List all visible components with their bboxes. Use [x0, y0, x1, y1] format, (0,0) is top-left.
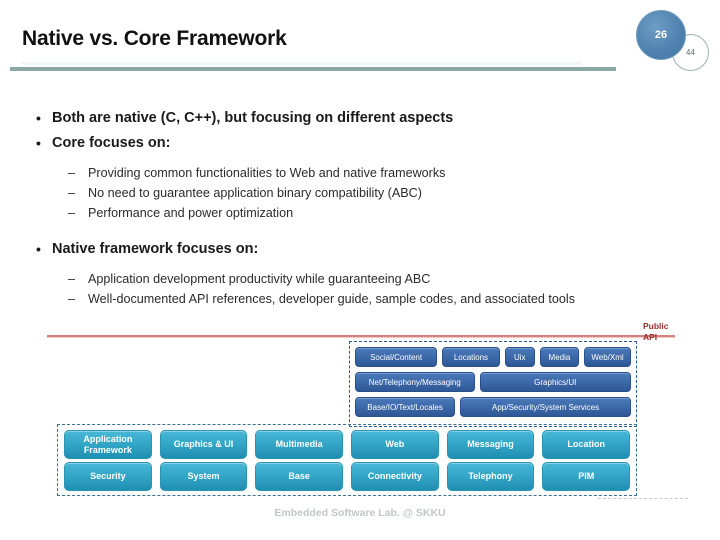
sub-bullet-item: –Performance and power optimization — [68, 203, 720, 223]
bullet-text: Well-documented API references, develope… — [88, 292, 576, 306]
native-module-box: Web — [351, 430, 439, 459]
public-api-label: Public API — [643, 321, 669, 343]
core-module-box: Locations — [442, 347, 500, 367]
public-api-divider-line — [47, 335, 675, 337]
page-title: Native vs. Core Framework — [22, 27, 287, 50]
native-module-box: System — [159, 462, 248, 491]
core-module-box: Net/Telephony/Messaging — [355, 372, 475, 392]
native-module-box: Telephony — [446, 462, 535, 491]
page-number-badge: 26 — [636, 10, 686, 60]
sub-bullet-item: –Application development productivity wh… — [68, 269, 720, 289]
core-module-box: App/Security/System Services — [460, 397, 631, 417]
diagram-tail-dashed-line — [598, 498, 688, 499]
title-divider — [10, 67, 616, 71]
bullet-text: Core focuses on: — [52, 135, 171, 151]
bullet-text: Application development productivity whi… — [88, 272, 431, 286]
bullet-marker-icon: – — [68, 292, 76, 306]
native-module-box: Multimedia — [255, 430, 344, 459]
native-module-box: Location — [542, 430, 631, 459]
bullet-marker-icon: • — [36, 241, 41, 257]
native-module-box: Base — [255, 462, 344, 491]
bullet-marker-icon: – — [68, 186, 76, 200]
bullet-text: Providing common functionalities to Web … — [88, 166, 446, 180]
bullet-item: • Native framework focuses on: — [34, 237, 720, 262]
bullet-marker-icon: • — [36, 110, 41, 126]
bullet-marker-icon: – — [68, 272, 76, 286]
bullet-text: Both are native (C, C++), but focusing o… — [52, 110, 454, 126]
bullet-marker-icon: • — [36, 135, 41, 151]
core-module-box: Web/Xml — [584, 347, 631, 367]
bullet-item: • Core focuses on: — [34, 131, 720, 156]
page-badge: 44 26 — [634, 10, 714, 72]
public-api-label-line1: Public — [643, 321, 669, 331]
slide-body: • Both are native (C, C++), but focusing … — [0, 106, 720, 309]
bullet-spacer — [0, 262, 720, 269]
core-module-box: Base/IO/Text/Locales — [355, 397, 456, 417]
core-module-box: Uix — [504, 347, 535, 367]
bullet-marker-icon: – — [68, 206, 76, 220]
sub-bullet-item: –Well-documented API references, develop… — [68, 289, 720, 309]
bullet-spacer — [0, 156, 720, 163]
native-module-box: Messaging — [446, 430, 535, 459]
sub-bullet-item: –No need to guarantee application binary… — [68, 183, 720, 203]
native-module-box: PIM — [542, 462, 631, 491]
sub-bullet-item: –Providing common functionalities to Web… — [68, 163, 720, 183]
core-module-box: Graphics/UI — [479, 372, 631, 392]
slide-footer: Embedded Software Lab. @ SKKU — [274, 507, 446, 519]
native-module-box: Security — [64, 462, 152, 491]
bullet-marker-icon: – — [68, 166, 76, 180]
bullet-text: Performance and power optimization — [88, 206, 294, 220]
bullet-spacer — [0, 223, 720, 237]
title-rule-highlight — [22, 62, 582, 65]
native-module-box: Graphics & UI — [159, 430, 248, 459]
bullet-item: • Both are native (C, C++), but focusing … — [34, 106, 720, 131]
public-api-label-line2: API — [643, 332, 658, 342]
bullet-text: Native framework focuses on: — [52, 241, 259, 257]
core-module-box: Media — [539, 347, 580, 367]
bullet-text: No need to guarantee application binary … — [88, 186, 422, 200]
native-module-box: Connectivity — [351, 462, 439, 491]
core-module-box: Social/Content — [355, 347, 438, 367]
